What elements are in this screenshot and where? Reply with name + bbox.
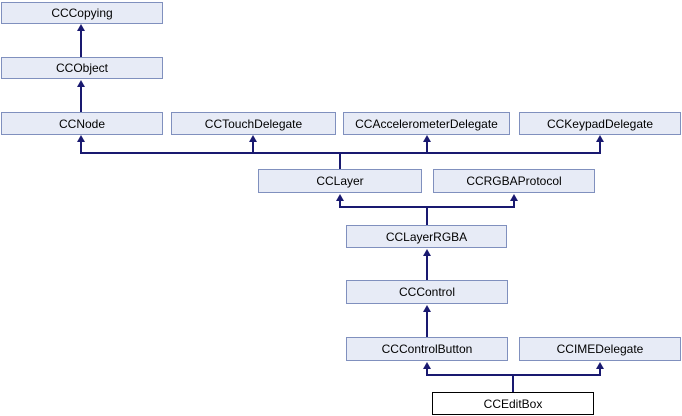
- class-node-cctouchdelegate[interactable]: CCTouchDelegate: [171, 112, 336, 135]
- class-node-cccontrolbutton[interactable]: CCControlButton: [346, 337, 508, 361]
- edge-cclayerrgba-cclayer: [339, 200, 341, 208]
- edge-cclayer-cctouchdelegate: [252, 141, 254, 153]
- edge-cceditbox-cccontrolbutton: [426, 368, 428, 376]
- edge-ccnode-ccobject: [80, 86, 82, 112]
- class-node-ccnode[interactable]: CCNode: [1, 112, 163, 135]
- edge-cccontrol-cclayerrgba: [426, 255, 428, 280]
- arrowhead-up-icon: [596, 362, 604, 369]
- class-node-cclayerrgba[interactable]: CCLayerRGBA: [346, 225, 507, 248]
- edge-cclayer-ccnode: [80, 141, 82, 153]
- edge-cclayerrgba-ccrgbaprotocol: [513, 200, 515, 208]
- edge-drop-cceditbox: [512, 374, 514, 392]
- edge-cccontrolbutton-cccontrol: [426, 311, 428, 337]
- arrowhead-up-icon: [77, 135, 85, 142]
- class-node-ccimedelegate[interactable]: CCIMEDelegate: [519, 337, 681, 361]
- arrowhead-up-icon: [596, 135, 604, 142]
- class-node-cckeypaddelegate[interactable]: CCKeypadDelegate: [519, 112, 681, 135]
- edge-ccobject-cccopying: [80, 30, 82, 57]
- arrowhead-up-icon: [423, 135, 431, 142]
- arrowhead-up-icon: [423, 305, 431, 312]
- arrowhead-up-icon: [77, 24, 85, 31]
- edge-cclayer-ccaccelerometerdelegate: [426, 141, 428, 153]
- class-node-cceditbox-target: CCEditBox: [432, 392, 594, 415]
- edge-drop-cclayer: [339, 152, 341, 169]
- arrowhead-up-icon: [423, 249, 431, 256]
- class-node-ccrgbaprotocol[interactable]: CCRGBAProtocol: [433, 169, 595, 193]
- class-node-cccontrol[interactable]: CCControl: [346, 280, 508, 304]
- arrowhead-up-icon: [336, 194, 344, 201]
- class-node-cccopying[interactable]: CCCopying: [1, 2, 163, 24]
- arrowhead-up-icon: [77, 80, 85, 87]
- class-node-ccaccelerometerdelegate[interactable]: CCAccelerometerDelegate: [343, 112, 510, 135]
- edge-cclayer-cckeypaddelegate: [599, 141, 601, 153]
- arrowhead-up-icon: [510, 194, 518, 201]
- arrowhead-up-icon: [423, 362, 431, 369]
- class-node-ccobject[interactable]: CCObject: [1, 57, 163, 79]
- edge-cceditbox-ccimedelegate: [599, 368, 601, 376]
- edge-drop-cclayerrgba: [426, 206, 428, 225]
- class-node-cclayer[interactable]: CCLayer: [258, 169, 422, 193]
- arrowhead-up-icon: [249, 135, 257, 142]
